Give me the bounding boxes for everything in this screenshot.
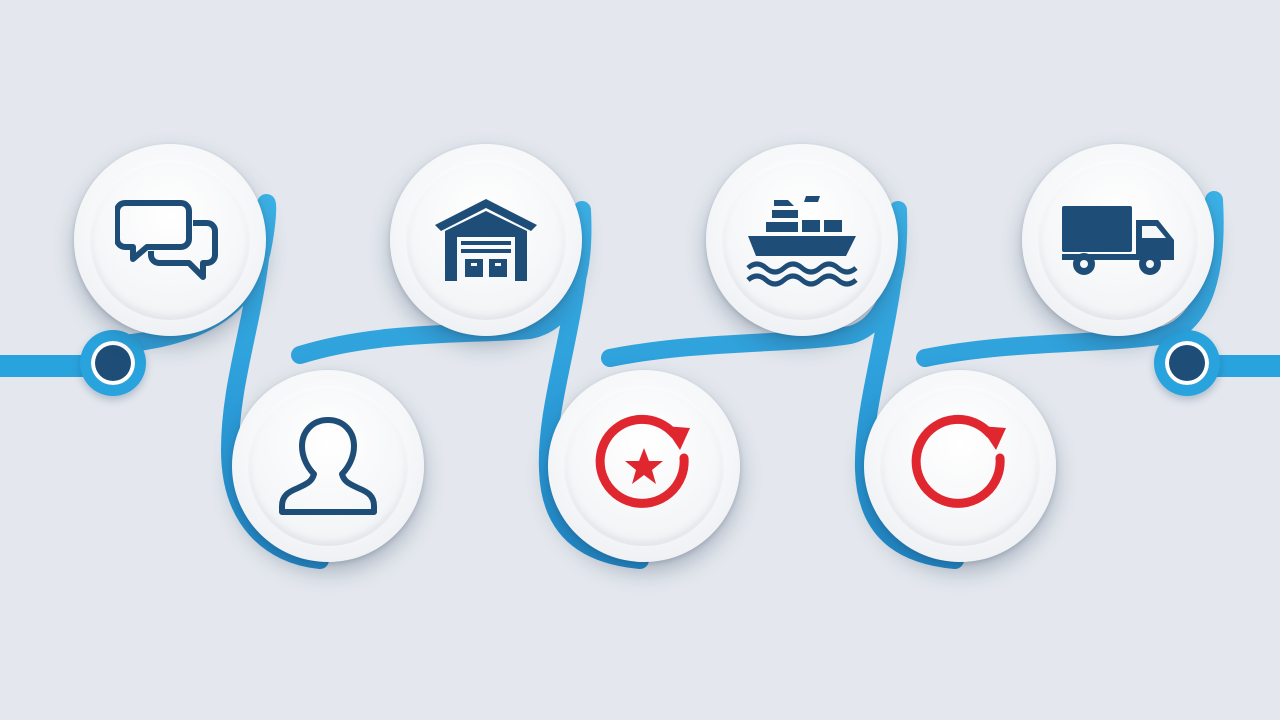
step-node-5 (706, 144, 898, 336)
step-node-6 (864, 370, 1056, 562)
step-node-2 (232, 370, 424, 562)
chat-bubbles-icon (115, 200, 218, 280)
person-icon (279, 417, 377, 515)
refresh-icon (911, 414, 1006, 508)
end-dot-core (1165, 341, 1209, 385)
cargo-ship-icon (746, 196, 858, 287)
end-dot (1154, 330, 1220, 396)
step-node-7 (1022, 144, 1214, 336)
step-node-4 (548, 370, 740, 562)
start-dot-core (91, 341, 135, 385)
delivery-truck-icon (1062, 206, 1174, 275)
star-refresh-icon (595, 414, 690, 508)
start-dot (80, 330, 146, 396)
step-node-3 (390, 144, 582, 336)
warehouse-icon (435, 199, 537, 281)
step-node-1 (74, 144, 266, 336)
